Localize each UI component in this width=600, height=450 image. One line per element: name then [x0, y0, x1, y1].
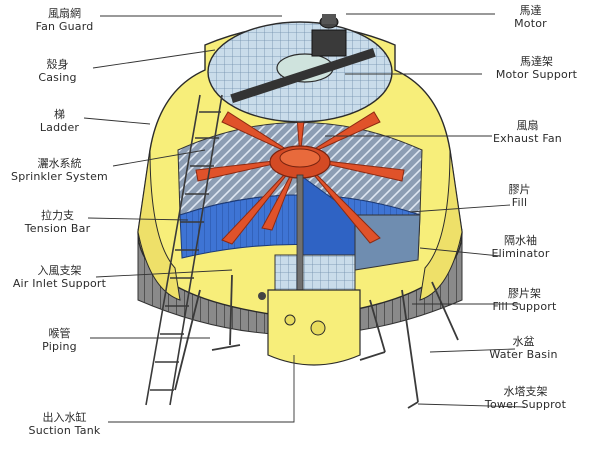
label-fill-zh: 膠片: [508, 183, 531, 196]
label-eliminator-zh: 隔水袖: [504, 234, 537, 247]
label-tower-support: 水塔支架 Tower Supprot: [463, 385, 588, 411]
label-motor-en: Motor: [514, 17, 547, 31]
label-air-inlet-support-zh: 入風支架: [37, 264, 82, 277]
tower-supports: [174, 274, 459, 409]
label-casing: 殼身 Casing: [0, 58, 120, 84]
label-fill-en: Fill: [511, 196, 528, 210]
label-sprinkler-system: 灑水系統 Sprinkler System: [0, 157, 122, 183]
label-fill-support-en: Fill Support: [492, 300, 557, 314]
label-suction-tank-en: Suction Tank: [28, 424, 101, 438]
label-ladder-zh: 梯: [54, 108, 65, 121]
label-fill-support-zh: 膠片架: [508, 287, 541, 300]
exhaust-fan: [195, 101, 405, 306]
label-casing-en: Casing: [38, 71, 77, 85]
label-ladder-en: Ladder: [39, 121, 80, 135]
label-tension-bar: 拉力支 Tension Bar: [0, 209, 120, 235]
label-sprinkler-system-zh: 灑水系統: [37, 157, 82, 170]
label-exhaust-fan-zh: 風扇: [516, 119, 539, 132]
label-motor-zh: 馬達: [519, 4, 542, 17]
label-sprinkler-system-en: Sprinkler System: [11, 170, 108, 184]
label-piping: 喉管 Piping: [0, 327, 122, 353]
label-motor-support-zh: 馬達架: [520, 55, 553, 68]
ladder: [145, 94, 223, 406]
label-tower-support-en: Tower Supprot: [484, 398, 567, 412]
label-casing-zh: 殼身: [46, 58, 69, 71]
label-fill-support: 膠片架 Fill Support: [462, 287, 587, 313]
label-water-basin: 水盆 Water Basin: [461, 335, 586, 361]
label-water-basin-zh: 水盆: [512, 335, 535, 348]
label-piping-en: Piping: [42, 340, 77, 354]
label-tension-bar-en: Tension Bar: [24, 222, 91, 236]
label-ladder: 梯 Ladder: [0, 108, 122, 134]
label-piping-zh: 喉管: [48, 327, 71, 340]
label-eliminator-en: Eliminator: [491, 247, 550, 261]
label-fan-guard: 風扇網 Fan Guard: [2, 7, 127, 33]
label-motor-support-en: Motor Support: [495, 68, 578, 82]
label-suction-tank: 出入水缸 Suction Tank: [2, 411, 127, 437]
motor-assembly: [230, 14, 376, 104]
label-suction-tank-zh: 出入水缸: [42, 411, 87, 424]
label-fill: 膠片 Fill: [457, 183, 582, 209]
label-water-basin-en: Water Basin: [489, 348, 558, 362]
label-fan-guard-en: Fan Guard: [35, 20, 94, 34]
label-eliminator: 隔水袖 Eliminator: [458, 234, 583, 260]
label-tower-support-zh: 水塔支架: [503, 385, 548, 398]
label-motor: 馬達 Motor: [468, 4, 593, 30]
label-exhaust-fan-en: Exhaust Fan: [493, 132, 562, 146]
suction-tank: [258, 289, 361, 366]
leader-lines: [83, 13, 526, 423]
label-exhaust-fan: 風扇 Exhaust Fan: [465, 119, 590, 145]
label-fan-guard-zh: 風扇網: [48, 7, 81, 20]
label-tension-bar-zh: 拉力支: [41, 209, 74, 222]
label-air-inlet-support: 入風支架 Air Inlet Support: [0, 264, 122, 290]
label-motor-support: 馬達架 Motor Support: [474, 55, 599, 81]
label-air-inlet-support-en: Air Inlet Support: [12, 277, 107, 291]
